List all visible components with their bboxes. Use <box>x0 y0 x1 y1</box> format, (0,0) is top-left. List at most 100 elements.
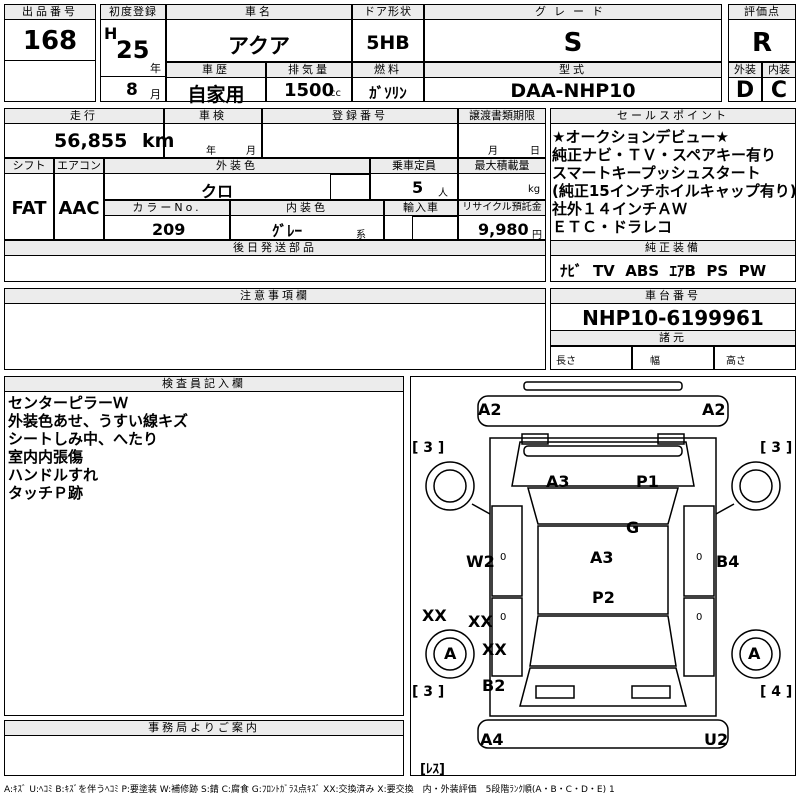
wheel-front-left <box>425 461 475 511</box>
capacity-label: 乗車定員 <box>370 158 458 174</box>
tire-front-right: [ 3 ] <box>760 440 793 456</box>
transfer-label: 譲渡書類期限 <box>458 108 546 124</box>
model-label: 型式 <box>424 62 722 78</box>
mark-w2: W2 <box>466 552 495 571</box>
max-load-unit: kg <box>528 184 541 195</box>
hood <box>511 441 695 487</box>
sales-point-line: ＥＴＣ・ドラレコ <box>552 218 673 236</box>
month-box <box>100 76 166 102</box>
body-outline <box>489 437 717 717</box>
history-value: 自家用 <box>187 84 245 106</box>
inspection-year-unit: 年 <box>206 146 216 157</box>
inspector-line: 外装色あせ、うすい線キズ <box>8 412 189 430</box>
exterior-label: 外装 <box>728 62 762 78</box>
reg-year: 25 <box>116 36 150 64</box>
ac-label: エアコン <box>54 158 104 174</box>
wheel-front-left-inner <box>433 469 467 503</box>
model-value: DAA-NHP10 <box>510 80 636 102</box>
car-diagram <box>425 381 781 749</box>
mark-a3-mid: A3 <box>590 548 614 567</box>
door-value: 5HB <box>366 32 410 54</box>
sales-points-label: セールスポイント <box>550 108 796 124</box>
int-color-unit: 系 <box>356 230 366 241</box>
wheel-front-right <box>731 461 781 511</box>
length-label: 長さ <box>556 356 576 367</box>
color-label: 外装色 <box>104 158 370 174</box>
wheel-rear-left-inner <box>433 637 467 671</box>
inspection-month-unit: 月 <box>246 146 256 157</box>
sales-points-text: ★オークションデビュー★ 純正ナビ・ＴＶ・スペアキー有り スマートキープッシュス… <box>552 128 797 236</box>
score-value: R <box>751 28 773 58</box>
interior-label: 内装 <box>762 62 796 78</box>
inspector-line: タッチＰ跡 <box>8 484 84 502</box>
rear-window <box>529 615 677 667</box>
front-left-door <box>491 505 523 597</box>
inspector-line: センターピラーＷ <box>8 394 129 412</box>
reg-no-label: 登録番号 <box>262 108 458 124</box>
grille <box>523 445 683 457</box>
width-box <box>632 346 714 370</box>
month-unit: 月 <box>150 88 161 101</box>
import-label: 輸入車 <box>384 200 458 216</box>
wheel-front-right-inner <box>739 469 773 503</box>
spare-tire: [ﾚｽ] <box>420 762 445 777</box>
sales-point-line: (純正15インチホイルキャップ有り) <box>552 182 797 200</box>
mark-zero: 0 <box>696 552 703 563</box>
displacement-unit: cc <box>330 88 341 99</box>
mark-g: G <box>626 518 640 537</box>
fuel-label: 燃料 <box>352 62 424 78</box>
mark-a3-top: A3 <box>546 472 570 491</box>
era: H <box>104 24 118 43</box>
recycle-value: 9,980 <box>478 220 529 239</box>
sales-point-line: 社外１４インチＡＷ <box>552 200 688 218</box>
mark-a-left: A <box>444 644 457 663</box>
windshield <box>527 487 679 525</box>
wheel-rear-right <box>731 629 781 679</box>
recycle-label: リサイクル預託金 <box>458 200 546 216</box>
wheel-rear-left <box>425 629 475 679</box>
mark-zero: 0 <box>500 612 507 623</box>
mark-u2: U2 <box>704 730 729 749</box>
lot-blank <box>4 60 96 102</box>
mark-a-right: A <box>748 644 761 663</box>
tire-rear-right: [ 4 ] <box>760 684 793 700</box>
mark-p2: P2 <box>592 588 615 607</box>
mirror-left <box>471 503 491 515</box>
displacement-value: 1500 <box>284 80 335 101</box>
history-label: 車歴 <box>166 62 266 78</box>
hatch <box>519 667 687 707</box>
car-name: アクア <box>228 34 290 58</box>
later-parts-label: 後日発送部品 <box>4 240 546 256</box>
mirror-right <box>715 503 735 515</box>
width-label: 幅 <box>650 356 660 367</box>
recycle-unit: 円 <box>532 230 542 241</box>
shift-label: シフト <box>4 158 54 174</box>
lot-label: 出品番号 <box>4 4 96 20</box>
mileage-box <box>4 108 164 158</box>
grade-value: S <box>563 28 583 58</box>
transfer-day-unit: 日 <box>530 146 540 157</box>
ac-value: AAC <box>58 198 100 219</box>
tire-rear-left: [ 3 ] <box>412 684 445 700</box>
length-box <box>550 346 632 370</box>
headlight-right <box>657 433 685 445</box>
sales-point-line: 純正ナビ・ＴＶ・スペアキー有り <box>552 146 776 164</box>
reg-month: 8 <box>126 80 138 100</box>
mark-a4: A4 <box>480 730 504 749</box>
legend: A:ｷｽﾞ U:ﾍｺﾐ B:ｷｽﾞを伴うﾍｺﾐ P:要塗装 W:補修跡 S:錆 … <box>4 785 615 795</box>
first-reg-label: 初度登録 <box>100 4 166 20</box>
taillight-left <box>535 685 575 699</box>
inspection-label: 車検 <box>164 108 262 124</box>
wheel-rear-right-inner <box>739 637 773 671</box>
int-color-value: ｸﾞﾚｰ <box>272 222 303 240</box>
mark-xx-lower: XX <box>482 640 507 659</box>
shift-value: FAT <box>11 198 47 219</box>
front-right-door <box>683 505 715 597</box>
mileage-value: 56,855 <box>54 130 128 152</box>
color-sub-box <box>330 174 370 200</box>
equipment-label: 純正装備 <box>550 240 796 256</box>
car-diagram-box <box>410 376 796 776</box>
sales-point-line: ★オークションデビュー★ <box>552 128 729 146</box>
inspector-line: ハンドルすれ <box>8 466 99 484</box>
tire-front-left: [ 3 ] <box>412 440 445 456</box>
